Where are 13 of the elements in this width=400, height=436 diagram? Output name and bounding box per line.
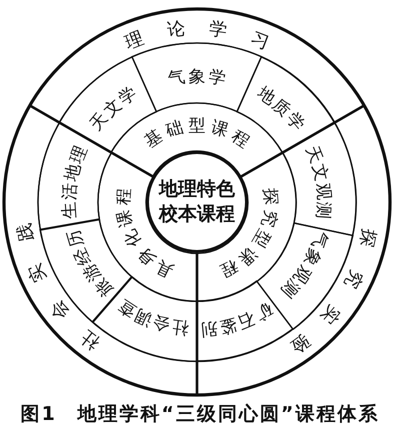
curved-label: 生活地理 bbox=[60, 144, 90, 220]
curved-label: 理论学习 bbox=[122, 19, 272, 52]
curved-label: 矿石鉴别 bbox=[200, 300, 276, 339]
curved-label: 地质学 bbox=[255, 84, 308, 134]
curved-label: 基础型课程 bbox=[142, 116, 252, 150]
center-label: 地理特色校本课程 bbox=[158, 177, 236, 227]
figure-caption: 图1 地理学科“三级同心圆”课程体系 bbox=[20, 403, 380, 425]
curved-label: 旅游经历 bbox=[64, 228, 116, 300]
curved-label: 天文观测 bbox=[304, 144, 333, 220]
curved-label: 气象观测 bbox=[278, 229, 330, 301]
curved-label: 气象学 bbox=[166, 68, 228, 88]
curved-label: 社会调查 bbox=[115, 296, 190, 338]
curved-label: 天文学 bbox=[86, 84, 139, 134]
